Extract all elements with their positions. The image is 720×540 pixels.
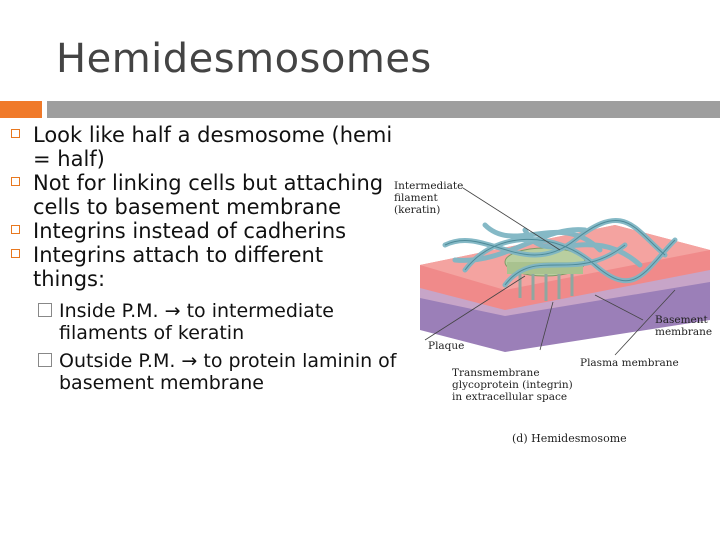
- label-basement-membrane: Basement membrane: [655, 314, 713, 338]
- square-bullet-icon: [11, 177, 20, 186]
- square-bullet-icon: [11, 129, 20, 138]
- label-transmembrane-glycoprotein: Transmembrane glycoprotein (integrin) in…: [452, 367, 573, 403]
- bullet-item: Integrins attach to different things:: [0, 243, 400, 291]
- label-plasma-membrane: Plasma membrane: [580, 357, 679, 369]
- hemidesmosome-illustration: [420, 187, 710, 356]
- bullet-item: Look like half a desmosome (hemi = half): [0, 123, 400, 171]
- checkbox-bullet-icon: [38, 353, 52, 367]
- bullet-item: Not for linking cells but attaching cell…: [0, 171, 400, 219]
- bullet-text: Not for linking cells but attaching cell…: [33, 171, 384, 219]
- bullet-text: Integrins instead of cadherins: [33, 219, 347, 243]
- sub-bullet-item: Outside P.M. → to protein laminin of bas…: [0, 350, 400, 394]
- accent-bar-gray: [47, 101, 720, 118]
- square-bullet-icon: [11, 249, 20, 258]
- label-intermediate-filament: Intermediate filament (keratin): [394, 180, 464, 216]
- bullet-list: Look like half a desmosome (hemi = half)…: [0, 123, 400, 394]
- bullet-text: Look like half a desmosome (hemi = half): [33, 123, 393, 171]
- square-bullet-icon: [11, 225, 20, 234]
- sub-bullet-item: Inside P.M. → to intermediate filaments …: [0, 300, 400, 344]
- hemidesmosome-diagram: Intermediate filament (keratin) Basement…: [385, 170, 720, 460]
- slide-title: Hemidesmosomes: [56, 36, 432, 82]
- bullet-item: Integrins instead of cadherins: [0, 219, 400, 243]
- bullet-text: Integrins attach to different things:: [33, 243, 324, 291]
- sub-bullet-text: Outside P.M. → to protein laminin of bas…: [59, 350, 397, 394]
- sub-bullet-text: Inside P.M. → to intermediate filaments …: [59, 300, 334, 344]
- checkbox-bullet-icon: [38, 303, 52, 317]
- accent-bar-orange: [0, 101, 42, 118]
- label-plaque: Plaque: [428, 340, 465, 352]
- diagram-caption: (d) Hemidesmosome: [512, 432, 627, 445]
